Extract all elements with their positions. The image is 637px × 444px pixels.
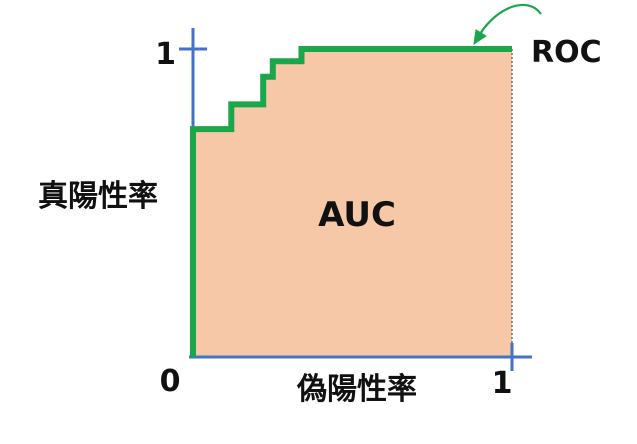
- roc-pointer-arrow: [479, 3, 542, 35]
- roc-curve-line: [190, 46, 512, 357]
- y-tick-label-1: 1: [155, 37, 176, 72]
- auc-area: [193, 49, 512, 357]
- roc-series-label: ROC: [531, 35, 602, 70]
- roc-pointer-arrowhead: [473, 29, 487, 46]
- x-axis-label: 偽陽性率: [296, 372, 417, 407]
- x-tick-label-0: 0: [160, 364, 181, 399]
- auc-label: AUC: [318, 195, 396, 235]
- x-tick-label-1: 1: [492, 366, 513, 401]
- y-axis-label: 真陽性率: [38, 179, 158, 214]
